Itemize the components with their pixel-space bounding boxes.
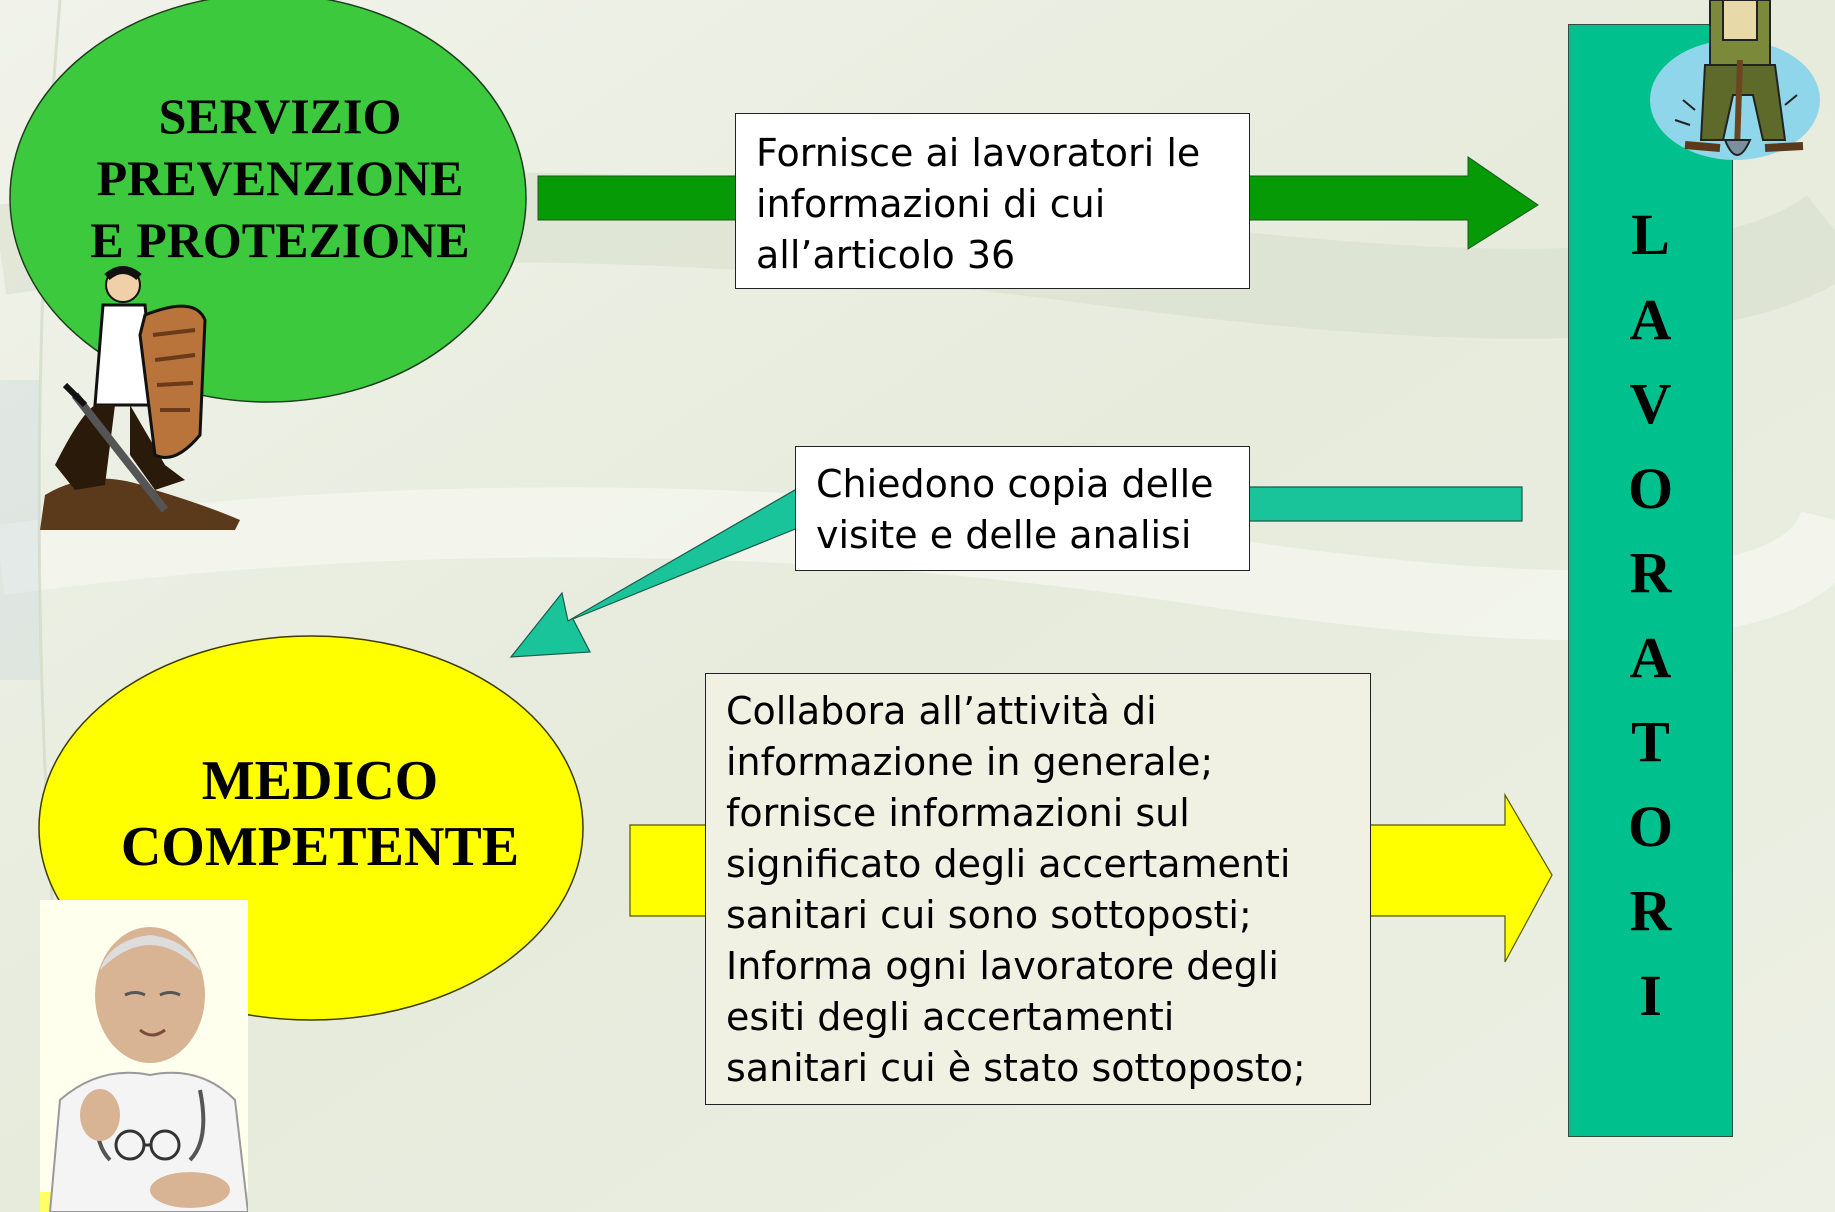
textbox-line: Chiedono copia delle — [816, 462, 1214, 506]
medico-line: COMPETENTE — [120, 816, 520, 878]
textbox-line: sanitari cui è stato sottoposto; — [726, 1046, 1306, 1090]
workers-letter: V — [1629, 371, 1672, 436]
workers-letter: L — [1631, 202, 1670, 267]
textbox-line: visite e delle analisi — [816, 513, 1192, 557]
collabora-textbox: Collabora all’attività di informazione i… — [705, 673, 1371, 1105]
doctor-clipart — [40, 900, 248, 1212]
workers-letter: A — [1629, 624, 1672, 690]
fornisce-textbox: Fornisce ai lavoratori le informazioni d… — [735, 113, 1250, 289]
workers-letter: I — [1639, 962, 1662, 1028]
workers-letter: T — [1631, 709, 1670, 774]
workers-letter: A — [1629, 286, 1672, 352]
sppe-ellipse — [9, 0, 527, 403]
textbox-line: Fornisce ai lavoratori le — [756, 131, 1201, 175]
textbox-line: all’articolo 36 — [756, 233, 1016, 277]
textbox-line: informazione in generale; — [726, 740, 1214, 784]
chiedono-textbox: Chiedono copia delle visite e delle anal… — [795, 446, 1250, 571]
sppe-label: SERVIZIO PREVENZIONE E PROTEZIONE — [60, 85, 500, 271]
textbox-line: fornisce informazioni sul — [726, 791, 1190, 835]
workers-letter: R — [1629, 540, 1672, 605]
textbox-line: Collabora all’attività di — [726, 689, 1157, 733]
workers-letter: O — [1627, 793, 1674, 859]
textbox-line: significato degli accertamenti — [726, 842, 1291, 886]
textbox-line: Informa ogni lavoratore degli — [726, 944, 1279, 988]
sppe-line: SERVIZIO — [158, 88, 402, 144]
sppe-line: PREVENZIONE — [96, 150, 464, 206]
worker-digging-clipart — [1650, 0, 1820, 160]
knight-shield-clipart — [40, 266, 240, 530]
textbox-line: informazioni di cui — [756, 182, 1106, 226]
workers-letter: R — [1629, 878, 1672, 943]
textbox-line: esiti degli accertamenti — [726, 995, 1175, 1039]
workers-bar: L A V O R A T O R I — [1568, 24, 1733, 1137]
textbox-line: sanitari cui sono sottoposti; — [726, 893, 1252, 937]
medico-line: MEDICO — [201, 750, 439, 812]
workers-letter: O — [1627, 455, 1674, 521]
sppe-line: E PROTEZIONE — [90, 212, 470, 268]
medico-label: MEDICO COMPETENTE — [100, 748, 540, 880]
